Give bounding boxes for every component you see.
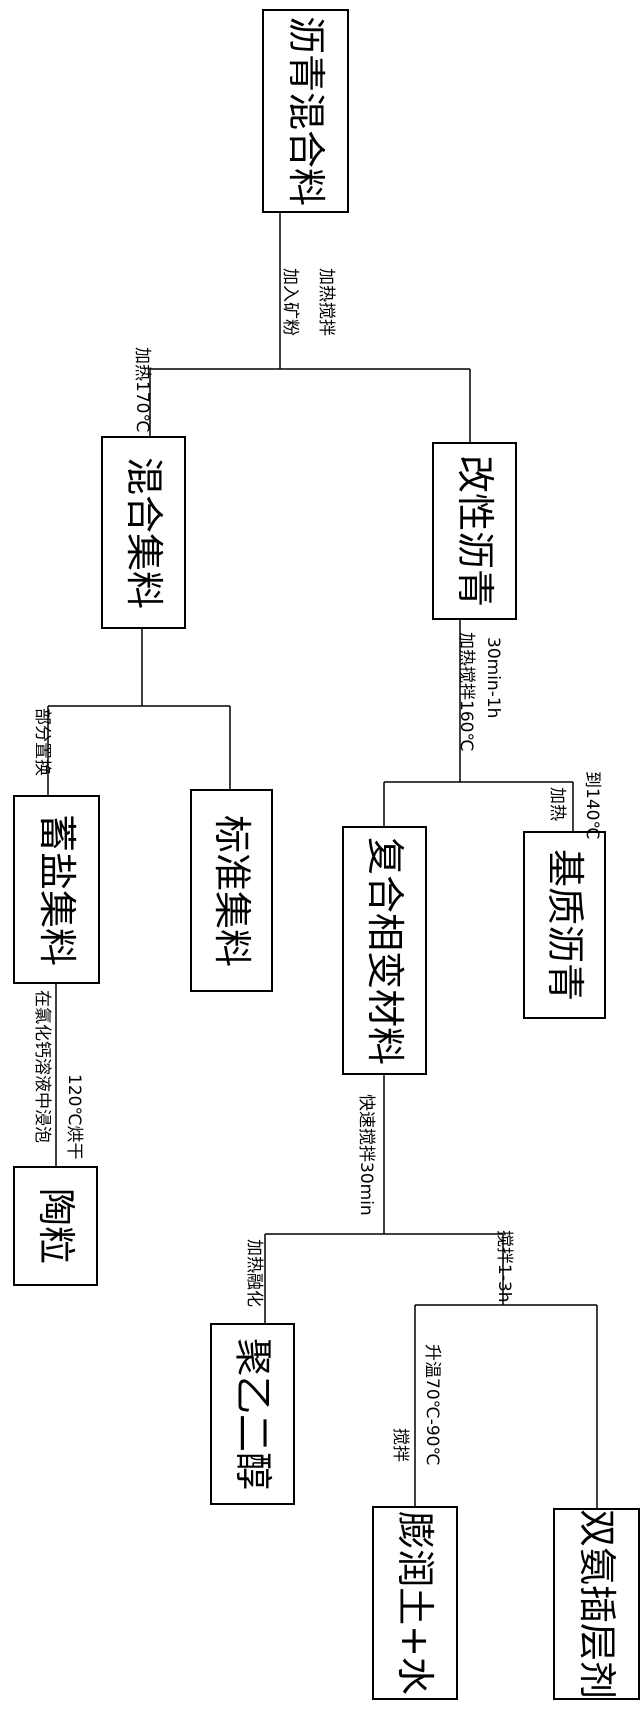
node-base-asphalt: 基质沥青	[523, 831, 606, 1019]
node-salt-storage-aggregate-label: 蓄盐集料	[38, 813, 76, 965]
label-stir: 搅拌	[391, 1428, 408, 1462]
label-heat-stir-160: 加热搅拌160℃	[457, 632, 474, 752]
node-modified-asphalt-label: 改性沥青	[456, 455, 494, 607]
node-asphalt-mixture: 沥青混合料	[262, 9, 349, 213]
node-asphalt-mixture-label: 沥青混合料	[287, 16, 325, 206]
label-partial-replace: 部分置换	[33, 708, 50, 776]
node-ceramsite-label: 陶粒	[37, 1188, 75, 1264]
label-warm-70-90: 升温70℃-90℃	[423, 1344, 440, 1466]
node-double-ammonium-intercalant: 双氨插层剂	[553, 1508, 640, 1700]
label-heat-stir: 加热搅拌	[317, 268, 334, 336]
node-peg-label: 聚乙二醇	[234, 1338, 272, 1490]
node-ceramsite: 陶粒	[13, 1166, 98, 1286]
node-base-asphalt-label: 基质沥青	[546, 849, 584, 1001]
label-fast-stir-30: 快速搅拌30min	[357, 1094, 374, 1216]
node-salt-storage-aggregate: 蓄盐集料	[13, 795, 100, 984]
node-bentonite-water-label: 膨润土+水	[396, 1511, 434, 1695]
node-composite-pcm-label: 复合相变材料	[366, 836, 404, 1064]
node-standard-aggregate-label: 标准集料	[213, 814, 251, 966]
label-add-mineral-powder: 加入矿粉	[281, 268, 298, 336]
label-heat: 加热	[548, 787, 565, 821]
node-mixed-aggregate-label: 混合集料	[125, 456, 163, 608]
node-mixed-aggregate: 混合集料	[101, 436, 186, 629]
node-composite-pcm: 复合相变材料	[342, 826, 427, 1075]
label-heat-170: 加热170℃	[133, 347, 150, 433]
label-to-140: 到140℃	[583, 771, 600, 840]
node-bentonite-water: 膨润土+水	[372, 1506, 458, 1700]
node-modified-asphalt: 改性沥青	[432, 442, 517, 620]
node-double-ammonium-intercalant-label: 双氨插层剂	[578, 1509, 616, 1699]
label-heat-melt: 加热融化	[245, 1239, 262, 1307]
node-standard-aggregate: 标准集料	[190, 789, 273, 992]
label-dry-120: 120℃烘干	[65, 1074, 82, 1160]
node-peg: 聚乙二醇	[210, 1323, 295, 1505]
label-time-30-1h: 30min-1h	[484, 637, 501, 718]
label-stir-1-3h: 搅拌1-3h	[495, 1230, 512, 1303]
label-soak-cacl2: 在氯化钙溶液中浸泡	[33, 990, 50, 1143]
